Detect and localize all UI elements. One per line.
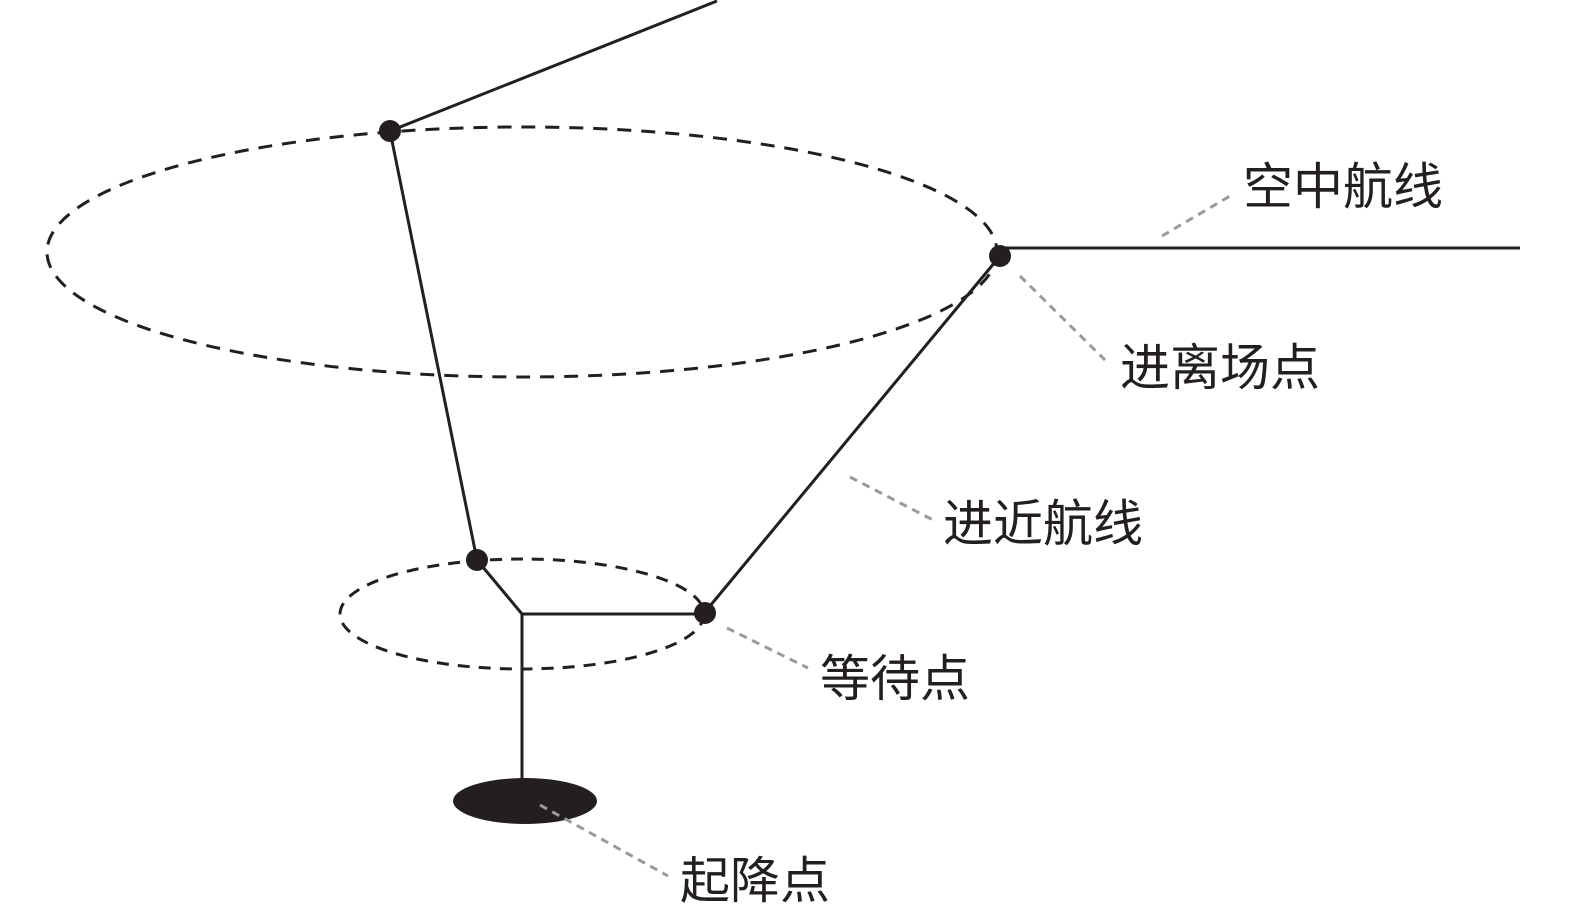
approach-route-leader: [849, 475, 934, 522]
holding-waypoint: [694, 602, 716, 624]
departure-route-line: [389, 0, 718, 133]
air-route-label: 空中航线: [1243, 158, 1443, 216]
upper-left-waypoint: [379, 120, 401, 142]
left-holding-waypoint: [466, 549, 488, 571]
takeoff-landing-point-label: 起降点: [680, 852, 830, 910]
entry-exit-leader: [1018, 274, 1107, 362]
air-route-leader: [1161, 194, 1231, 238]
upper-dashed-ellipse: [45, 125, 999, 379]
takeoff-landing-leader: [539, 803, 669, 878]
holding-point-leader: [726, 626, 809, 670]
takeoff-landing-pad: [453, 778, 597, 824]
holding-connector-line: [475, 559, 524, 615]
holding-point-label: 等待点: [820, 650, 970, 708]
approach-route-label: 进近航线: [943, 495, 1143, 553]
left-approach-line: [388, 130, 479, 561]
entry-exit-waypoint: [989, 245, 1011, 267]
approach-route-line: [703, 255, 1002, 613]
entry-exit-point-label: 进离场点: [1120, 339, 1320, 397]
